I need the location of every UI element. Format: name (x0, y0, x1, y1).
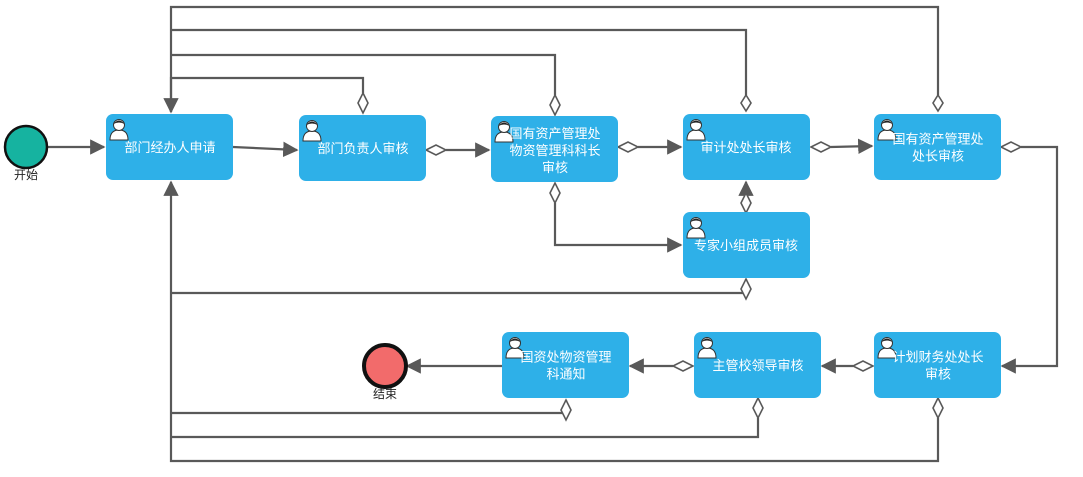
task-label-line: 审核 (925, 368, 951, 383)
task-t2[interactable]: 部门负责人审核 (299, 115, 426, 181)
task-label-line: 部门负责人审核 (317, 142, 408, 157)
task-t6[interactable]: 专家小组成员审核 (683, 212, 810, 278)
diamond-t4-return (740, 93, 752, 113)
edge-t8-return-to-t1 (171, 418, 760, 439)
edge-t3-to-t6 (553, 203, 683, 253)
end-event-circle[interactable] (362, 343, 408, 389)
task-label-line: 部门经办人申请 (124, 141, 215, 156)
diamond-t5-return (932, 93, 944, 113)
user-icon (877, 337, 897, 359)
start-event-label: 开始 (14, 168, 38, 182)
diamond-t7-return (932, 396, 944, 420)
start-event-circle[interactable] (3, 124, 49, 170)
user-icon (686, 119, 706, 141)
user-icon (697, 337, 717, 359)
task-label-line: 计划财务处处长 (892, 350, 983, 366)
diamond-t3-to-t6 (549, 181, 561, 205)
task-label-line: 审计处处长审核 (700, 141, 791, 156)
task-label-line: 国有资产管理处 (892, 133, 983, 148)
edge-t2-return-to-t1 (163, 76, 365, 114)
task-box[interactable] (874, 114, 1001, 180)
task-box[interactable] (683, 212, 810, 278)
task-label-line: 物资管理科科长 (509, 144, 600, 159)
end-event-label: 结束 (373, 387, 397, 401)
diamond-t3-to-t4 (616, 141, 640, 153)
task-label-line: 处长审核 (912, 150, 964, 165)
task-box[interactable] (694, 332, 821, 398)
start-event[interactable]: 开始 (3, 124, 49, 182)
edge-t4-return-to-t1 (171, 28, 748, 95)
diamond-t5-to-t7 (999, 141, 1023, 153)
task-t8[interactable]: 主管校领导审核 (694, 332, 821, 398)
user-icon (302, 120, 322, 142)
end-event[interactable]: 结束 (362, 343, 408, 401)
diamond-t8-return (752, 396, 764, 420)
diamond-t2-return (357, 91, 369, 115)
user-icon (494, 121, 514, 143)
diamond-t4-to-t5 (809, 141, 833, 153)
diamond-t2-to-t3 (424, 144, 448, 156)
task-label-line: 科通知 (546, 367, 585, 383)
diamond-markers (357, 91, 1023, 422)
edge-t7-return-to-t1 (163, 180, 940, 463)
diamond-t9-return (560, 398, 572, 422)
edge-t9-return-to-t1 (171, 400, 568, 415)
task-box[interactable] (683, 114, 810, 180)
task-box[interactable] (491, 116, 618, 182)
user-icon (505, 337, 525, 359)
edge-t5-to-t7 (1000, 145, 1059, 374)
task-box[interactable] (299, 115, 426, 181)
user-icon (877, 119, 897, 141)
task-t1[interactable]: 部门经办人申请 (106, 114, 233, 180)
task-label-line: 国资处物资管理 (520, 351, 611, 366)
task-label-line: 专家小组成员审核 (694, 238, 798, 254)
user-icon (686, 217, 706, 239)
edge-t4-to-t5 (830, 138, 874, 155)
edge-t1-to-t2 (232, 141, 299, 158)
diamond-t7-to-t8 (851, 360, 875, 372)
task-label-line: 主管校领导审核 (712, 358, 803, 374)
task-box[interactable] (106, 114, 233, 180)
edge-t3-return-to-t1 (171, 53, 557, 95)
edge-t6-return-to-t1 (171, 279, 748, 295)
task-label-line: 国有资产管理处 (509, 127, 600, 142)
diamond-t6-return (740, 277, 752, 301)
task-label-line: 审核 (542, 161, 568, 176)
edge-t5-return-to-t1 (169, 5, 940, 112)
task-box[interactable] (502, 332, 629, 398)
task-box[interactable] (874, 332, 1001, 398)
user-icon (109, 119, 129, 141)
diamond-t3-return (549, 93, 561, 117)
diamond-t6-to-t4 (740, 191, 752, 215)
task-t4[interactable]: 审计处处长审核 (683, 114, 810, 180)
diamond-t8-to-t9 (671, 360, 695, 372)
